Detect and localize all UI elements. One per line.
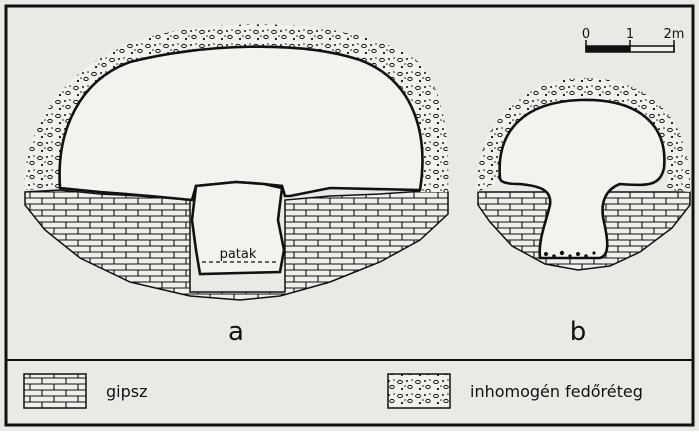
scale-label-1: 1 — [626, 27, 634, 42]
cave-section-b: b — [477, 78, 690, 347]
cave-section-a: patak a — [25, 24, 449, 347]
legend-label-cover: inhomogén fedőréteg — [470, 382, 643, 401]
legend: gipsz inhomogén fedőréteg — [24, 374, 643, 408]
figure-label-b: b — [570, 317, 587, 347]
scale-bar: 0 1 2m — [582, 27, 685, 52]
legend-swatch-cover — [388, 374, 450, 408]
figure-label-a: a — [228, 317, 244, 347]
cave-void-a — [60, 47, 423, 200]
scale-label-2: 2m — [664, 27, 685, 42]
legend-label-gypsum: gipsz — [106, 382, 148, 401]
scale-label-0: 0 — [582, 27, 590, 42]
stream-label: patak — [220, 247, 257, 262]
legend-swatch-gypsum — [24, 374, 86, 408]
